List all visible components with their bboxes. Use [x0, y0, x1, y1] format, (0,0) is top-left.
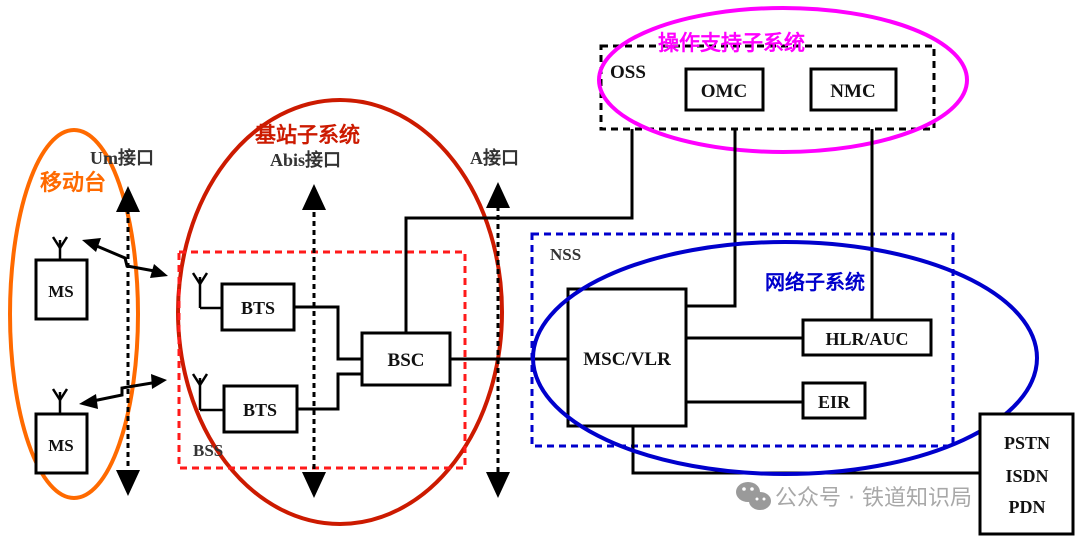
- omc-node[interactable]: [684, 67, 765, 112]
- external-networks-node[interactable]: [978, 412, 1075, 536]
- nss-group-label: 网络子系统: [765, 270, 865, 294]
- msc-vlr-node[interactable]: [566, 287, 688, 428]
- ms2-node[interactable]: [34, 412, 89, 475]
- nss-box: [530, 232, 955, 448]
- nss-label: NSS: [550, 245, 581, 264]
- bts1-bsc-link: [294, 305, 362, 361]
- oss-ellipse: [597, 6, 969, 154]
- oss-box: [599, 44, 936, 131]
- oss-label: OSS: [610, 62, 646, 83]
- radio-link-2: [87, 380, 159, 404]
- bss-label: BSS: [193, 441, 223, 460]
- eir-label: EIR: [818, 392, 851, 412]
- a-arrow-up-icon: [486, 182, 510, 208]
- a-interface-label: A接口: [470, 147, 519, 168]
- ms1-label: MS: [48, 282, 74, 301]
- um-interface-label: Um接口: [90, 147, 154, 168]
- hlr-auc-label: HLR/AUC: [825, 329, 908, 349]
- msc-vlr-label: MSC/VLR: [583, 349, 671, 370]
- watermark-text: 公众号 · 铁道知识局: [775, 486, 972, 511]
- bts1-antenna-icon: [191, 272, 222, 310]
- bss-group-label: 基站子系统: [255, 123, 360, 147]
- nmc-node[interactable]: [809, 67, 898, 112]
- radio-link-1-arrow-left-icon: [82, 238, 101, 252]
- bts2-node[interactable]: [222, 384, 299, 434]
- pdn-label: PDN: [1009, 497, 1046, 517]
- radio-link-2-arrow-right-icon: [151, 374, 167, 389]
- bts1-node[interactable]: [220, 282, 296, 332]
- msc-pstn-link: [631, 426, 980, 475]
- radio-link-1: [91, 242, 161, 274]
- pstn-label: PSTN: [1004, 433, 1050, 453]
- abis-arrow-up-icon: [302, 184, 326, 210]
- hlr-auc-node[interactable]: [801, 318, 933, 357]
- radio-link-1-arrow-right-icon: [150, 264, 168, 278]
- ms2-antenna-icon: [51, 388, 69, 414]
- ms1-antenna-icon: [51, 236, 69, 260]
- nss-ellipse: [531, 240, 1039, 476]
- bsc-node[interactable]: [360, 331, 452, 387]
- bts2-bsc-link: [297, 372, 362, 411]
- oss-group-label: 操作支持子系统: [658, 31, 805, 55]
- bsc-label: BSC: [388, 350, 425, 371]
- nmc-label: NMC: [830, 81, 875, 102]
- wechat-icon: [736, 482, 771, 510]
- bsc-omc-link: [404, 129, 634, 333]
- bss-ellipse: [176, 98, 504, 526]
- ms2-label: MS: [48, 436, 74, 455]
- omc-label: OMC: [701, 81, 747, 102]
- isdn-label: ISDN: [1005, 466, 1048, 486]
- um-arrow-down-icon: [116, 470, 140, 496]
- um-arrow-up-icon: [116, 186, 140, 212]
- bts2-antenna-icon: [191, 373, 224, 412]
- bts1-label: BTS: [241, 298, 275, 318]
- abis-arrow-down-icon: [302, 472, 326, 498]
- eir-node[interactable]: [801, 381, 867, 420]
- mobile-station-ellipse: [8, 128, 140, 500]
- bts2-label: BTS: [243, 400, 277, 420]
- ms1-node[interactable]: [34, 258, 89, 321]
- msc-omc-link: [686, 129, 737, 308]
- abis-interface-label: Abis接口: [270, 149, 341, 170]
- mobile-station-label: 移动台: [40, 170, 106, 196]
- a-arrow-down-icon: [486, 472, 510, 498]
- radio-link-2-arrow-left-icon: [79, 394, 98, 409]
